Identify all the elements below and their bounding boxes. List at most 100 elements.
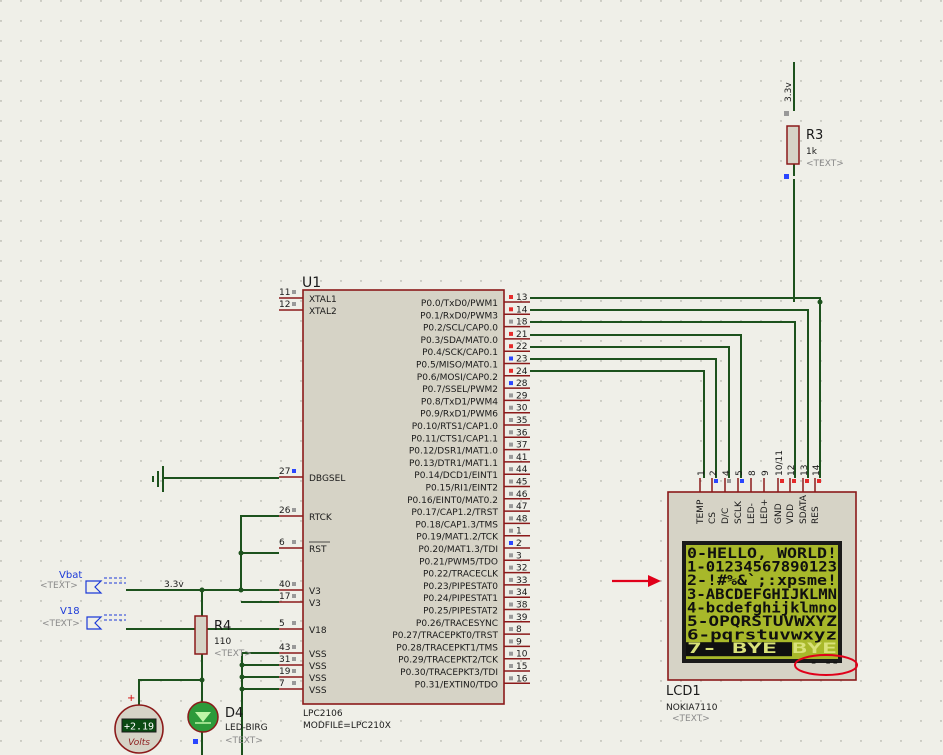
lcd-status: - -- [810,655,839,669]
u1-modfile: MODFILE=LPC210X [303,721,391,731]
u1-pin-number: 8 [516,625,522,635]
voltmeter-unit: Volts [128,738,150,748]
terminal-vbat[interactable]: Vbat <TEXT> 3.3v [40,570,184,594]
lcd-pin-number: 14 [812,464,822,476]
d4-value: LED-BIRG [225,723,268,733]
u1-pin-name: P0.18/CAP1.3/TMS [415,520,498,530]
u1-pin-number: 45 [516,478,527,488]
r4-body[interactable] [194,615,208,655]
u1-pin-number: 10 [516,650,528,660]
u1-pin-number: 3 [516,551,522,561]
lcd-pin-name: D/C [721,508,731,524]
u1-pin-number: 43 [279,643,290,653]
red-arrowhead-icon [648,575,661,587]
net-3v3-label: 3.3v [164,580,184,590]
u1-pin-name: P0.11/CTS1/CAP1.1 [411,434,498,444]
terminal-v18[interactable]: V18 <TEXT> [42,606,126,630]
u1-pin-name: P0.14/DCD1/EINT1 [414,471,498,481]
voltmeter[interactable]: + +2.19 Volts [114,693,164,754]
lcd-pin-number: 2 [709,470,719,476]
voltmeter-reading: +2.19 [124,722,154,733]
u1-pin-number: 22 [516,342,527,352]
voltmeter-polarity: + [127,693,135,704]
u1-pin-number: 26 [279,506,291,516]
lcd-screen [686,545,838,659]
lcd-nokia7110[interactable]: 0-HELLO, WORLD!1-012345678901232-!#%&`;:… [666,450,857,724]
u1-pin-number: 29 [516,391,528,401]
u1-pin-number: 21 [516,330,527,340]
lcd-pin-name: GND [774,503,784,524]
u1-pin-name: P0.26/TRACESYNC [416,619,498,629]
u1-ref: U1 [302,275,321,291]
u1-pin-name: P0.10/RTS1/CAP1.0 [412,422,499,432]
d4-placeholder: <TEXT> [225,736,263,746]
u1-body[interactable] [302,289,505,705]
r3-pin-bottom [784,174,789,179]
lcd-pin-number: 9 [761,470,771,476]
lcd-pin-name: VDD [786,504,796,524]
u1-pin-number: 15 [516,662,527,672]
lcd-placeholder: <TEXT> [672,714,710,724]
u1-pin-name: P0.31/EXTIN0/TDO [415,680,498,690]
u1-pin-name: VSS [309,662,327,672]
r3-value: 1k [806,147,818,157]
v18-placeholder: <TEXT> [42,619,80,629]
lcd-line: 7- BYE BYE [687,641,837,657]
u1-pin-number: 19 [279,667,291,677]
r3-pin-top [784,111,789,116]
lcd-pin-name: LED- [747,503,757,524]
lcd-pin-name: RES [811,506,821,524]
lcd-text-lines: 0-HELLO, WORLD!1-012345678901232-!#%&`;:… [686,546,839,669]
u1-pin-name: P0.12/DSR1/MAT1.0 [409,447,498,457]
lcd-pin-number: 1 [697,470,707,476]
u1-pin-name: V3 [309,587,321,597]
u1-pin-name: P0.8/TxD1/PWM4 [421,397,498,407]
u1-pin-name: P0.24/PIPESTAT1 [423,594,498,604]
r4-placeholder: <TEXT> [214,649,252,659]
r3-body[interactable] [786,125,800,165]
vbat-placeholder: <TEXT> [40,581,78,591]
u1-pin-name: V18 [309,626,327,636]
microcontroller-u1[interactable]: U1 11XTAL112XTAL227DBGSEL26RTCK6RST40V31… [279,275,530,731]
u1-pin-number: 44 [516,465,528,475]
u1-left-pins: 11XTAL112XTAL227DBGSEL26RTCK6RST40V317V3… [279,288,345,696]
resistor-r4[interactable]: R4 110 <TEXT> [194,615,252,659]
lcd-pin-number: 13 [800,465,810,476]
u1-pin-number: 37 [516,441,527,451]
u1-pin-name: P0.25/PIPESTAT2 [423,607,498,617]
u1-pin-number: 36 [516,428,528,438]
lcd-part: NOKIA7110 [666,703,718,713]
u1-pin-number: 47 [516,502,527,512]
u1-pin-name: P0.15/RI1/EINT2 [426,484,498,494]
u1-pin-name: P0.30/TRACEPKT3/TDI [400,668,498,678]
u1-pin-name: RST [309,545,327,555]
u1-pin-name: P0.3/SDA/MAT0.0 [421,336,499,346]
r3-placeholder: <TEXT> [806,159,844,169]
u1-pin-number: 27 [279,467,290,477]
u1-pin-name: V3 [309,599,321,609]
lcd-line: 3-ABCDEFGHIJKLMN [687,587,837,603]
u1-pin-number: 32 [516,564,527,574]
u1-pin-number: 16 [516,674,528,684]
u1-pin-name: P0.17/CAP1.2/TRST [411,508,498,518]
red-highlight-ellipse [794,654,858,676]
u1-pin-name: P0.20/MAT1.3/TDI [418,545,498,555]
resistor-r3[interactable]: R3 1k <TEXT> 3.3v [784,82,844,179]
led-d4[interactable]: D4 LED-BIRG <TEXT> [187,701,268,746]
lcd-line: 1-01234567890123 [687,560,837,576]
lcd-pin-number: 12 [787,465,797,476]
u1-pin-name: P0.27/TRACEPKT0/TRST [392,631,498,641]
u1-right-pins: 13P0.0/TxD0/PWM114P0.1/RxD0/PWM318P0.2/S… [392,293,530,690]
vbat-arrow-icon [85,580,103,594]
u1-pin-name: P0.22/TRACECLK [423,570,499,580]
lcd-pin-number: 8 [748,470,758,476]
lcd-line: 4-bcdefghijklmno [687,600,837,616]
u1-pin-name: P0.6/MOSI/CAP0.2 [417,373,498,383]
u1-pin-name: XTAL2 [309,307,337,317]
v18-arrow-icon [86,616,103,630]
u1-pin-number: 34 [516,588,528,598]
u1-pin-number: 46 [516,490,528,500]
lcd-pin-name: SCLK [734,500,744,524]
ground-symbol [152,466,164,492]
